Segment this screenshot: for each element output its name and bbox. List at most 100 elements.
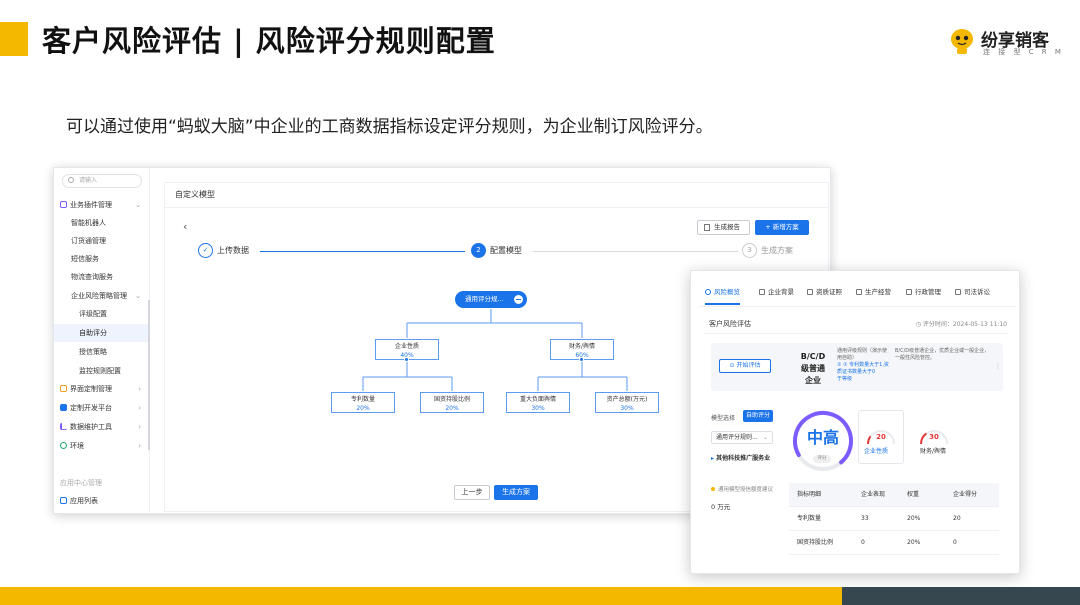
footer-bar-dark bbox=[842, 587, 1080, 605]
grade-description: B/C/D级普通企业，优质企业或一般企业，一般性风险管控。 bbox=[895, 348, 990, 361]
sidebar-item-app-list[interactable]: 应用列表 bbox=[54, 492, 149, 510]
chevron-down-icon: ⌄ bbox=[135, 201, 141, 209]
risk-section-title: 客户风险评估 bbox=[709, 320, 751, 328]
tab-administration[interactable]: 行政管理 bbox=[906, 281, 941, 303]
mini-gauge-value: 30 bbox=[929, 433, 939, 441]
evaluation-time: ◷ 评分时间：2024-05-13 11:10 bbox=[915, 321, 1007, 328]
chevron-right-icon: › bbox=[138, 385, 141, 393]
risk-gauge bbox=[793, 411, 853, 471]
footer-bar-yellow bbox=[0, 587, 842, 605]
step-connector bbox=[260, 251, 465, 252]
layout-icon bbox=[60, 385, 67, 392]
code-icon bbox=[60, 404, 67, 411]
divider bbox=[165, 207, 828, 208]
risk-tabs: 风险概览 企业背景 资质证照 生产经营 行政管理 司法诉讼 bbox=[699, 281, 1017, 307]
search-icon bbox=[68, 177, 74, 183]
step-connector bbox=[533, 251, 738, 252]
previous-step-button[interactable]: 上一步 bbox=[454, 485, 490, 500]
model-select-dropdown[interactable]: 通用评分规则...⌄ bbox=[711, 431, 773, 444]
sidebar-item-monitor[interactable]: 监控规则配置 bbox=[79, 367, 121, 375]
tab-qualifications[interactable]: 资质证照 bbox=[807, 281, 842, 303]
sidebar-item-order[interactable]: 订货通管理 bbox=[71, 237, 106, 245]
chart-icon bbox=[60, 423, 67, 430]
indicator-table: 指标明细 企业表现 权重 企业得分 专利数量 33 20% 20 国资持股比例 … bbox=[789, 483, 999, 555]
bulb-logo-icon bbox=[951, 29, 973, 54]
chevron-down-icon: ⌄ bbox=[135, 292, 141, 300]
mini-gauge-label: 企业性质 bbox=[864, 448, 889, 455]
mini-gauge-finance bbox=[920, 430, 948, 445]
chevron-down-icon: ⌄ bbox=[762, 434, 768, 441]
table-row: 专利数量 33 20% 20 bbox=[789, 507, 999, 531]
tab-enterprise-background[interactable]: 企业背景 bbox=[759, 281, 794, 303]
sidebar-item-logistics[interactable]: 物流查询服务 bbox=[71, 273, 113, 281]
tab-litigation[interactable]: 司法诉讼 bbox=[955, 281, 990, 303]
risk-overview-screenshot: 风险概览 企业背景 资质证照 生产经营 行政管理 司法诉讼 客户风险评估 ◷ 评… bbox=[690, 270, 1020, 574]
step-upload: ✓上传数据 bbox=[198, 243, 249, 259]
table-header: 指标明细 企业表现 权重 企业得分 bbox=[789, 483, 999, 507]
node-connector-dot bbox=[404, 357, 409, 362]
target-icon: ⊙ bbox=[729, 362, 737, 369]
tree-root-node[interactable]: 通用评分规... bbox=[455, 291, 527, 308]
sidebar-search-input[interactable]: 请输入 bbox=[62, 174, 142, 188]
chevron-right-icon: › bbox=[138, 442, 141, 450]
mini-gauge-value: 20 bbox=[876, 433, 886, 441]
certificate-icon bbox=[807, 289, 813, 295]
tab-risk-overview[interactable]: 风险概览 bbox=[705, 281, 740, 305]
clipboard-icon bbox=[906, 289, 912, 295]
start-evaluation-button[interactable]: ⊙ 开始评估 bbox=[719, 359, 771, 373]
sidebar-section-app-center: 应用中心管理 bbox=[60, 479, 102, 487]
more-icon[interactable]: ⋮ bbox=[995, 363, 1001, 370]
grid-icon bbox=[60, 497, 67, 504]
divider bbox=[703, 333, 1009, 334]
sidebar-item-plugins[interactable]: 业务插件管理⌄ bbox=[54, 196, 149, 214]
sidebar-item-risk-policy[interactable]: 企业风险策略管理⌄ bbox=[54, 287, 149, 305]
add-plan-button[interactable]: + 新增方案 bbox=[755, 220, 809, 235]
bullet-icon bbox=[711, 487, 715, 491]
building-icon bbox=[759, 289, 765, 295]
sidebar-item-env[interactable]: 环境› bbox=[54, 437, 149, 455]
clock-icon: ◷ bbox=[915, 321, 923, 328]
accent-bar bbox=[0, 22, 28, 56]
sidebar-item-data-tools[interactable]: 数据维护工具› bbox=[54, 418, 149, 436]
credit-amount: 0 万元 bbox=[711, 503, 731, 511]
mini-gauge-card-highlight bbox=[858, 410, 904, 464]
caret-right-icon: ▸ bbox=[711, 455, 717, 462]
credit-suggestion-label: 通用模型授信额度建议 bbox=[711, 485, 773, 493]
search-placeholder: 请输入 bbox=[79, 177, 98, 184]
generate-plan-button[interactable]: 生成方案 bbox=[494, 485, 538, 500]
collapse-icon[interactable] bbox=[514, 295, 523, 304]
sidebar-item-ui-custom[interactable]: 界面定制管理› bbox=[54, 380, 149, 398]
trend-icon bbox=[856, 289, 862, 295]
document-icon bbox=[704, 224, 710, 231]
chevron-left-icon[interactable]: ‹ bbox=[183, 220, 188, 233]
sidebar-scrollbar[interactable] bbox=[148, 300, 150, 450]
sidebar: 请输入 业务插件管理⌄ 智能机器人 订货通管理 短信服务 物流查询服务 企业风险… bbox=[54, 168, 150, 513]
logo-text: 纷享销客 bbox=[981, 31, 1049, 51]
sidebar-item-dev-platform[interactable]: 定制开发平台› bbox=[54, 399, 149, 417]
risk-level: 中高 bbox=[806, 428, 839, 447]
model-badge[interactable]: 自助评分 bbox=[743, 410, 773, 422]
generate-report-button[interactable]: 生成报告 bbox=[697, 220, 750, 235]
brand-logo: 纷享销客 连 接 型 C R M bbox=[948, 26, 1063, 62]
mini-gauge-label: 财务/舆情 bbox=[920, 448, 947, 455]
sidebar-item-sms[interactable]: 短信服务 bbox=[71, 255, 99, 263]
chevron-right-icon: › bbox=[138, 404, 141, 412]
panel-title: 自定义模型 bbox=[175, 190, 215, 199]
tree-leaf-total-assets[interactable]: 资产总额(万元)30% bbox=[595, 392, 659, 413]
node-connector-dot bbox=[579, 357, 584, 362]
page-title: 客户风险评估 | 风险评分规则配置 bbox=[42, 24, 496, 58]
sidebar-item-rating[interactable]: 评级配置 bbox=[79, 310, 107, 318]
gauge-caption: 评分 bbox=[813, 455, 831, 463]
sidebar-item-self-score[interactable]: 自助评分 bbox=[54, 324, 149, 342]
sidebar-item-credit[interactable]: 授信策略 bbox=[79, 348, 107, 356]
tab-operations[interactable]: 生产经营 bbox=[856, 281, 891, 303]
sidebar-item-robot[interactable]: 智能机器人 bbox=[71, 219, 106, 227]
